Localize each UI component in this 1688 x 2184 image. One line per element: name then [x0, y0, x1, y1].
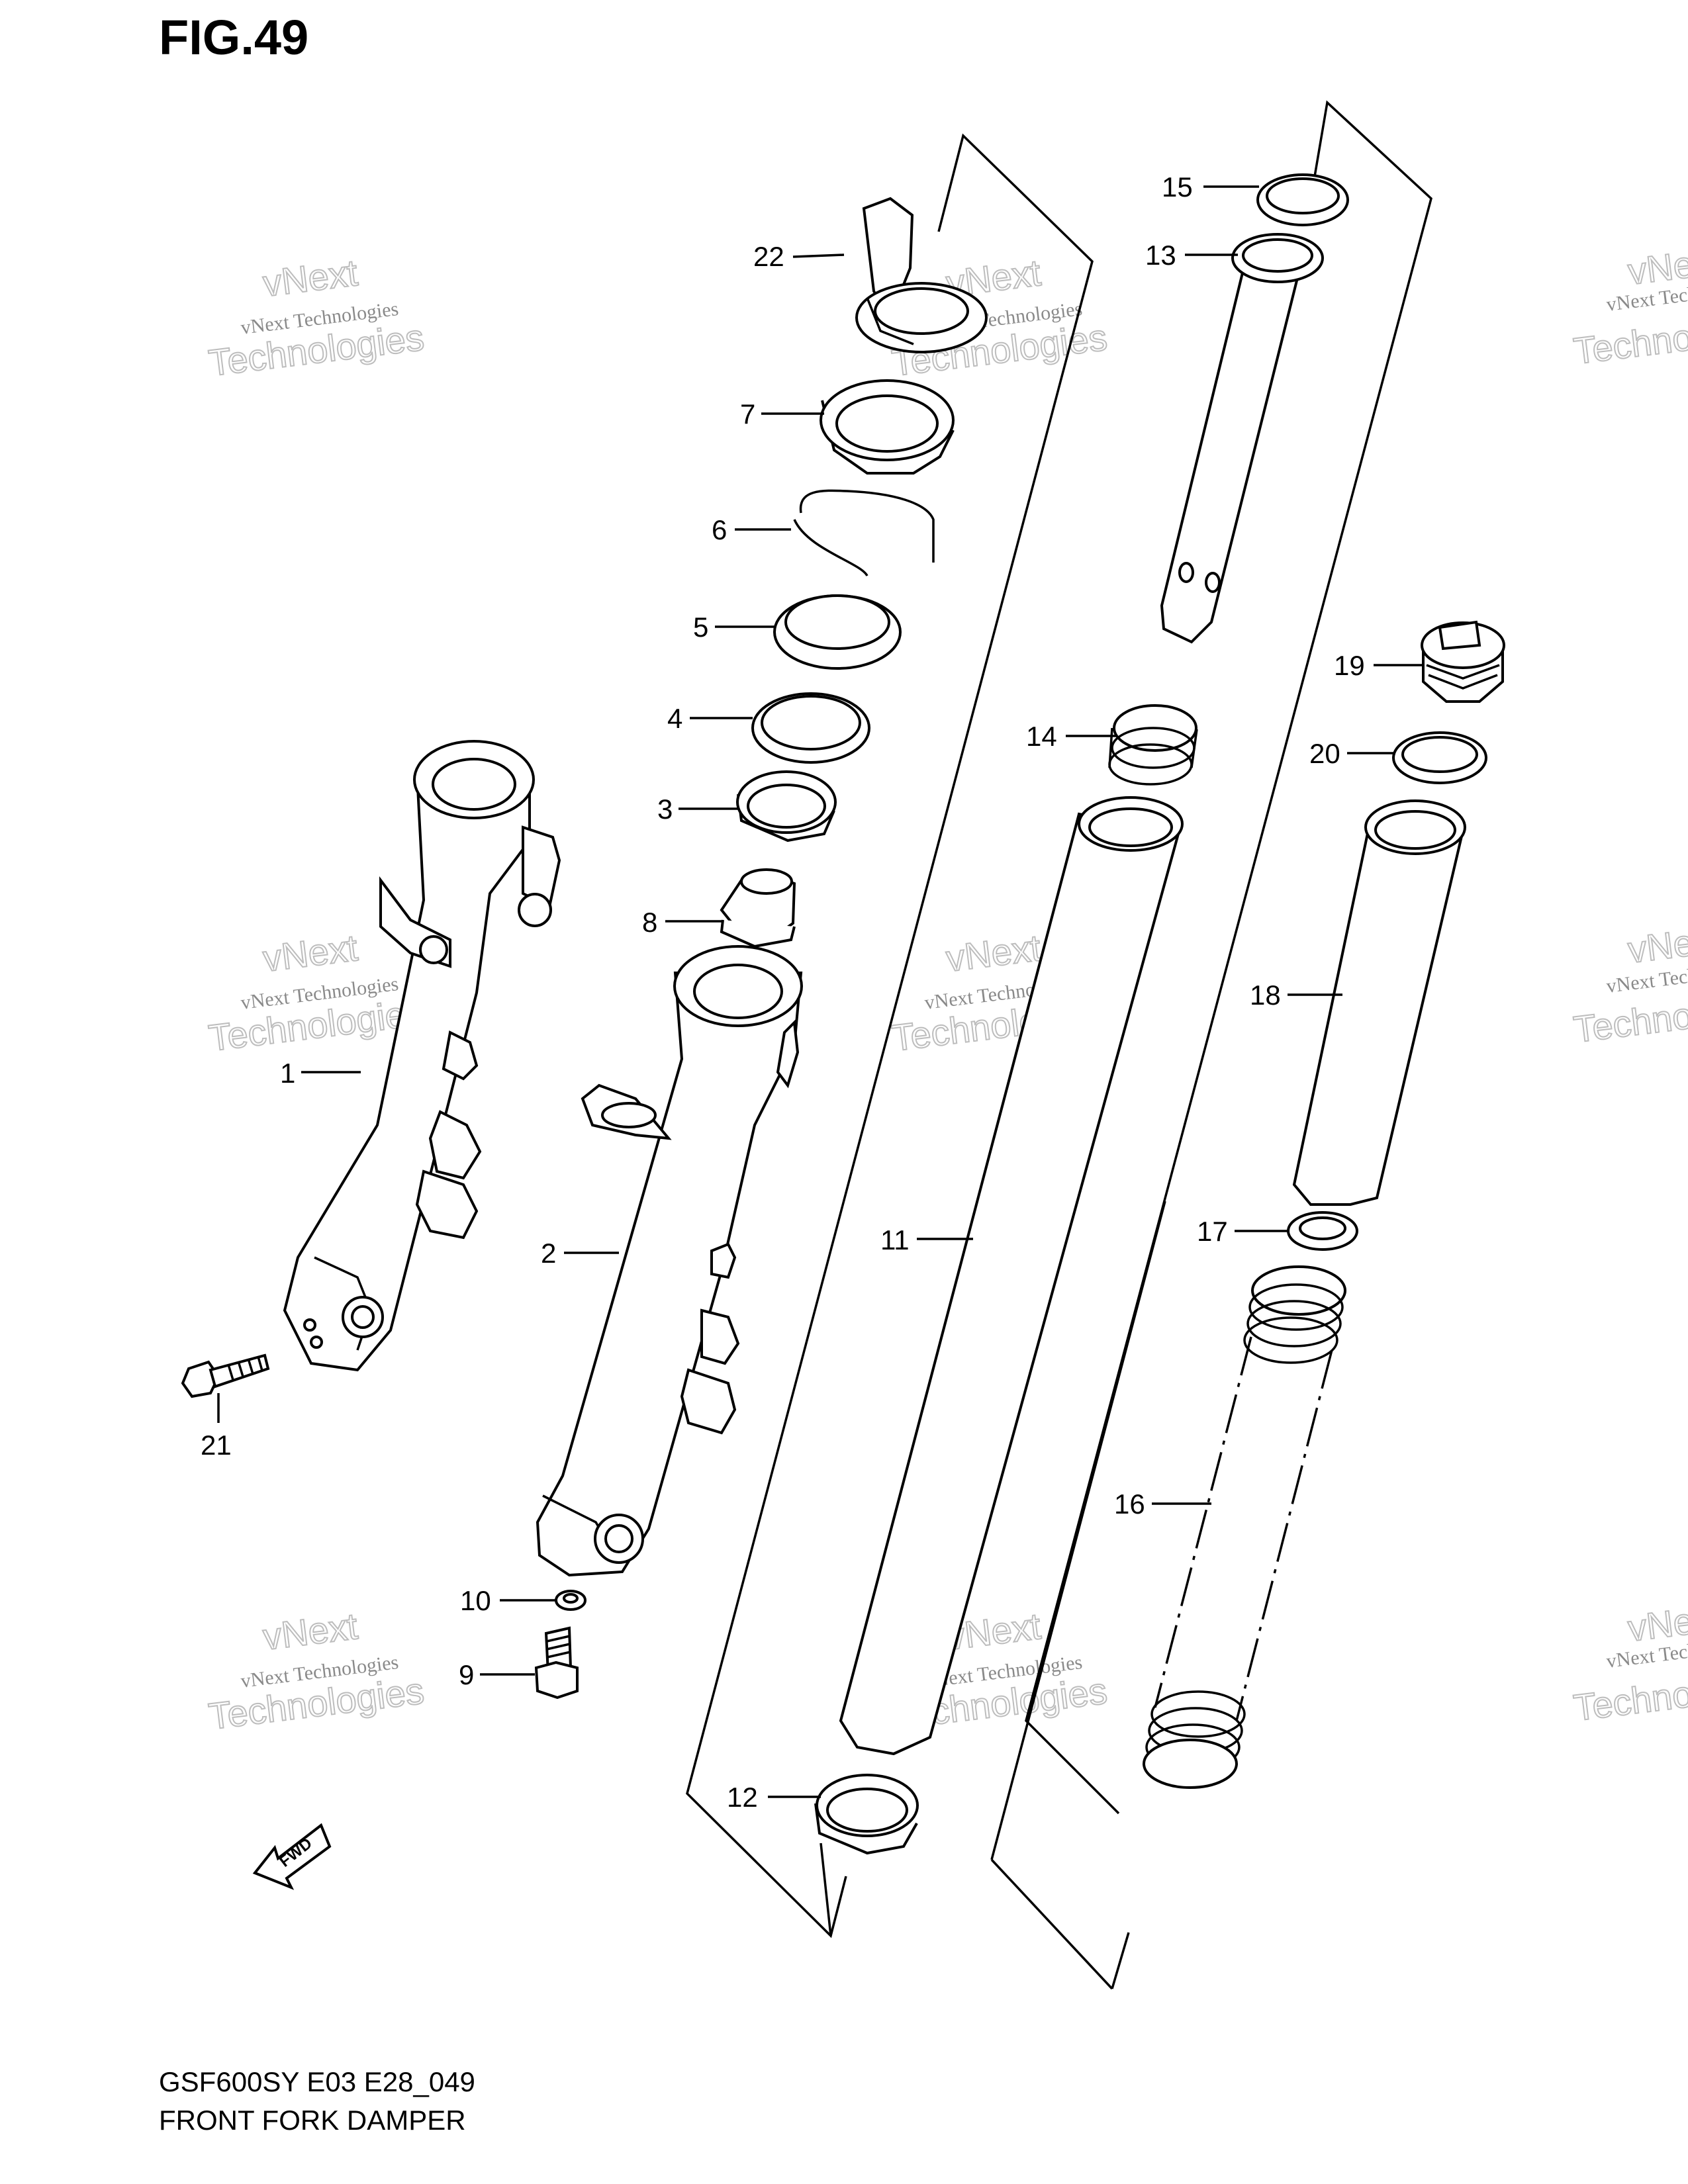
callout-2: 2	[541, 1238, 556, 1269]
part-11-inner-tube	[839, 796, 1184, 1756]
part-17-washer	[1287, 1211, 1358, 1251]
callout-13: 13	[1145, 240, 1176, 271]
callout-17: 17	[1197, 1216, 1228, 1247]
watermark-text: vNext	[944, 927, 1043, 979]
part-19-cap-bolt	[1421, 620, 1505, 703]
callout-14: 14	[1026, 721, 1057, 752]
frame-edge	[990, 1201, 1166, 1860]
part-13-damper-rod	[1160, 233, 1324, 644]
part-10-washer	[555, 1590, 586, 1611]
callout-15: 15	[1162, 171, 1193, 203]
watermark-text: vNext	[261, 1605, 360, 1658]
watermark-top-right: vNext Technologies vNext Technologies	[1571, 239, 1688, 373]
watermark-text: vNext	[261, 927, 360, 979]
callout-19: 19	[1334, 650, 1365, 681]
callout-8: 8	[642, 907, 657, 938]
watermark-mid-left: vNext Technologies vNext Technologies	[206, 926, 427, 1060]
callout-12: 12	[727, 1782, 758, 1813]
part-1-outer-tube-left	[283, 740, 561, 1372]
watermark-text: vNext	[1626, 918, 1688, 971]
assembly-frames	[686, 100, 1432, 1990]
figure-title: FIG.49	[159, 10, 309, 65]
part-7-oil-seal	[820, 379, 955, 475]
caption-title: FRONT FORK DAMPER	[159, 2105, 466, 2136]
part-16-fork-spring	[1143, 1265, 1346, 1789]
frame-edge	[1111, 1932, 1130, 1989]
callout-1: 1	[280, 1058, 295, 1089]
part-18-spacer	[1292, 799, 1466, 1206]
part-22-cover	[855, 197, 988, 353]
part-20-o-ring	[1392, 731, 1487, 784]
watermark-text: Technologies	[1571, 1661, 1688, 1729]
callout-18: 18	[1250, 979, 1281, 1011]
part-4-ring	[751, 692, 870, 764]
callout-9: 9	[459, 1659, 474, 1690]
part-2-outer-tube-right	[536, 945, 803, 1577]
watermark-bottom-left: vNext Technologies vNext Technologies	[206, 1604, 427, 1738]
callout-4: 4	[667, 703, 682, 734]
part-21-bolt	[181, 1353, 270, 1398]
part-15-ring	[1256, 173, 1349, 226]
callout-16: 16	[1114, 1488, 1145, 1520]
frame-edge	[820, 1843, 832, 1936]
callout-6: 6	[712, 514, 727, 545]
watermark-text: vNext	[1626, 240, 1688, 293]
watermark-text: vNext	[1626, 1596, 1688, 1649]
part-12-bushing	[814, 1774, 919, 1855]
center-assembly-frame	[686, 133, 1094, 1938]
frame-edge	[990, 1858, 1113, 1990]
leader-lines	[217, 185, 1422, 1798]
watermark-top-left: vNext Technologies vNext Technologies	[206, 251, 427, 385]
callout-10: 10	[460, 1585, 491, 1616]
callout-labels: 22 7 6 5 4 3 8 1 2 21 10 9 11 12 15 13 1…	[201, 171, 1365, 1813]
part-9-bolt	[534, 1626, 579, 1700]
part-3-bushing	[736, 770, 837, 842]
watermark-text: Technologies	[1571, 304, 1688, 372]
callout-3: 3	[657, 794, 673, 825]
watermark-mid-right: vNext Technologies vNext Technologies	[1571, 917, 1688, 1051]
leader-22	[792, 253, 845, 258]
part-5-ring	[773, 594, 902, 670]
caption-model-code: GSF600SY E03 E28_049	[159, 2066, 475, 2097]
part-8-oil-lock-piece	[720, 868, 796, 948]
callout-20: 20	[1309, 738, 1340, 769]
callout-22: 22	[753, 241, 784, 272]
part-6-snap-ring	[793, 489, 935, 576]
watermark-bottom-right: vNext Technologies vNext Technologies	[1571, 1596, 1688, 1729]
part-14-spring	[1108, 704, 1198, 786]
callout-5: 5	[693, 612, 708, 643]
callout-7: 7	[740, 398, 755, 430]
callout-11: 11	[880, 1224, 910, 1255]
fwd-arrow-icon: FWD	[252, 1823, 332, 1890]
watermark-text: vNext	[261, 251, 360, 304]
right-assembly-frame	[1025, 100, 1432, 1815]
callout-21: 21	[201, 1430, 232, 1461]
